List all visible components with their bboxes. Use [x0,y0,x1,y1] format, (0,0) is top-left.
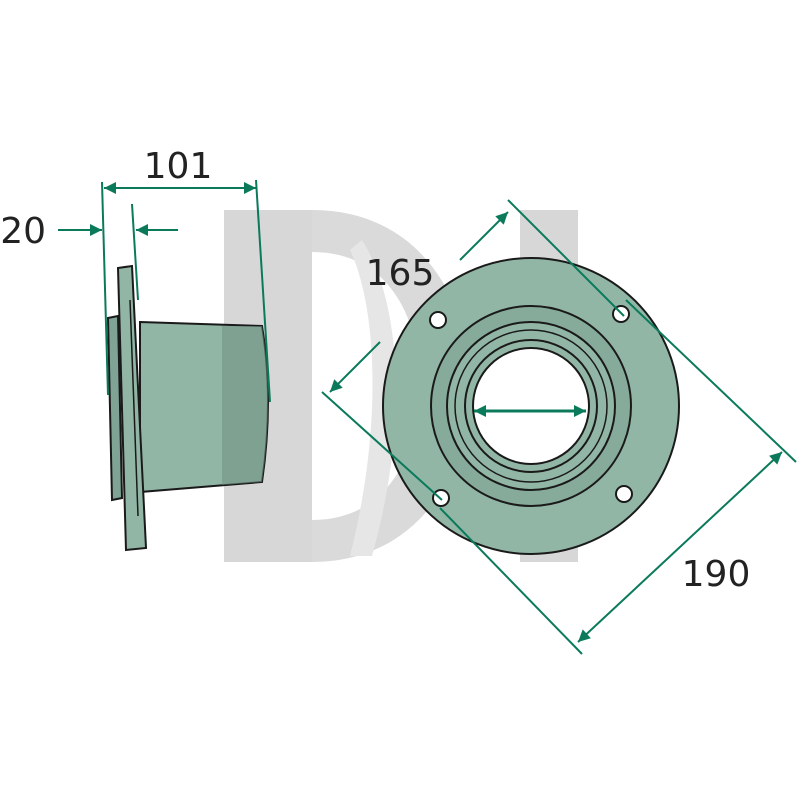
dimension-bolt-circle: 165 [321,199,625,501]
overall-length-label: 101 [144,146,213,187]
bolt-circle-label: 165 [366,253,435,294]
flange-thickness-label: 20 [0,211,46,252]
flange-side-view [106,264,269,552]
dimension-overall-length: 101 [101,146,271,403]
flange-front-view [382,257,680,555]
outer-diameter-label: 190 [682,554,751,595]
dimension-flange-thickness: 20 [0,203,178,301]
dimension-outer-diameter: 190 [439,299,797,655]
